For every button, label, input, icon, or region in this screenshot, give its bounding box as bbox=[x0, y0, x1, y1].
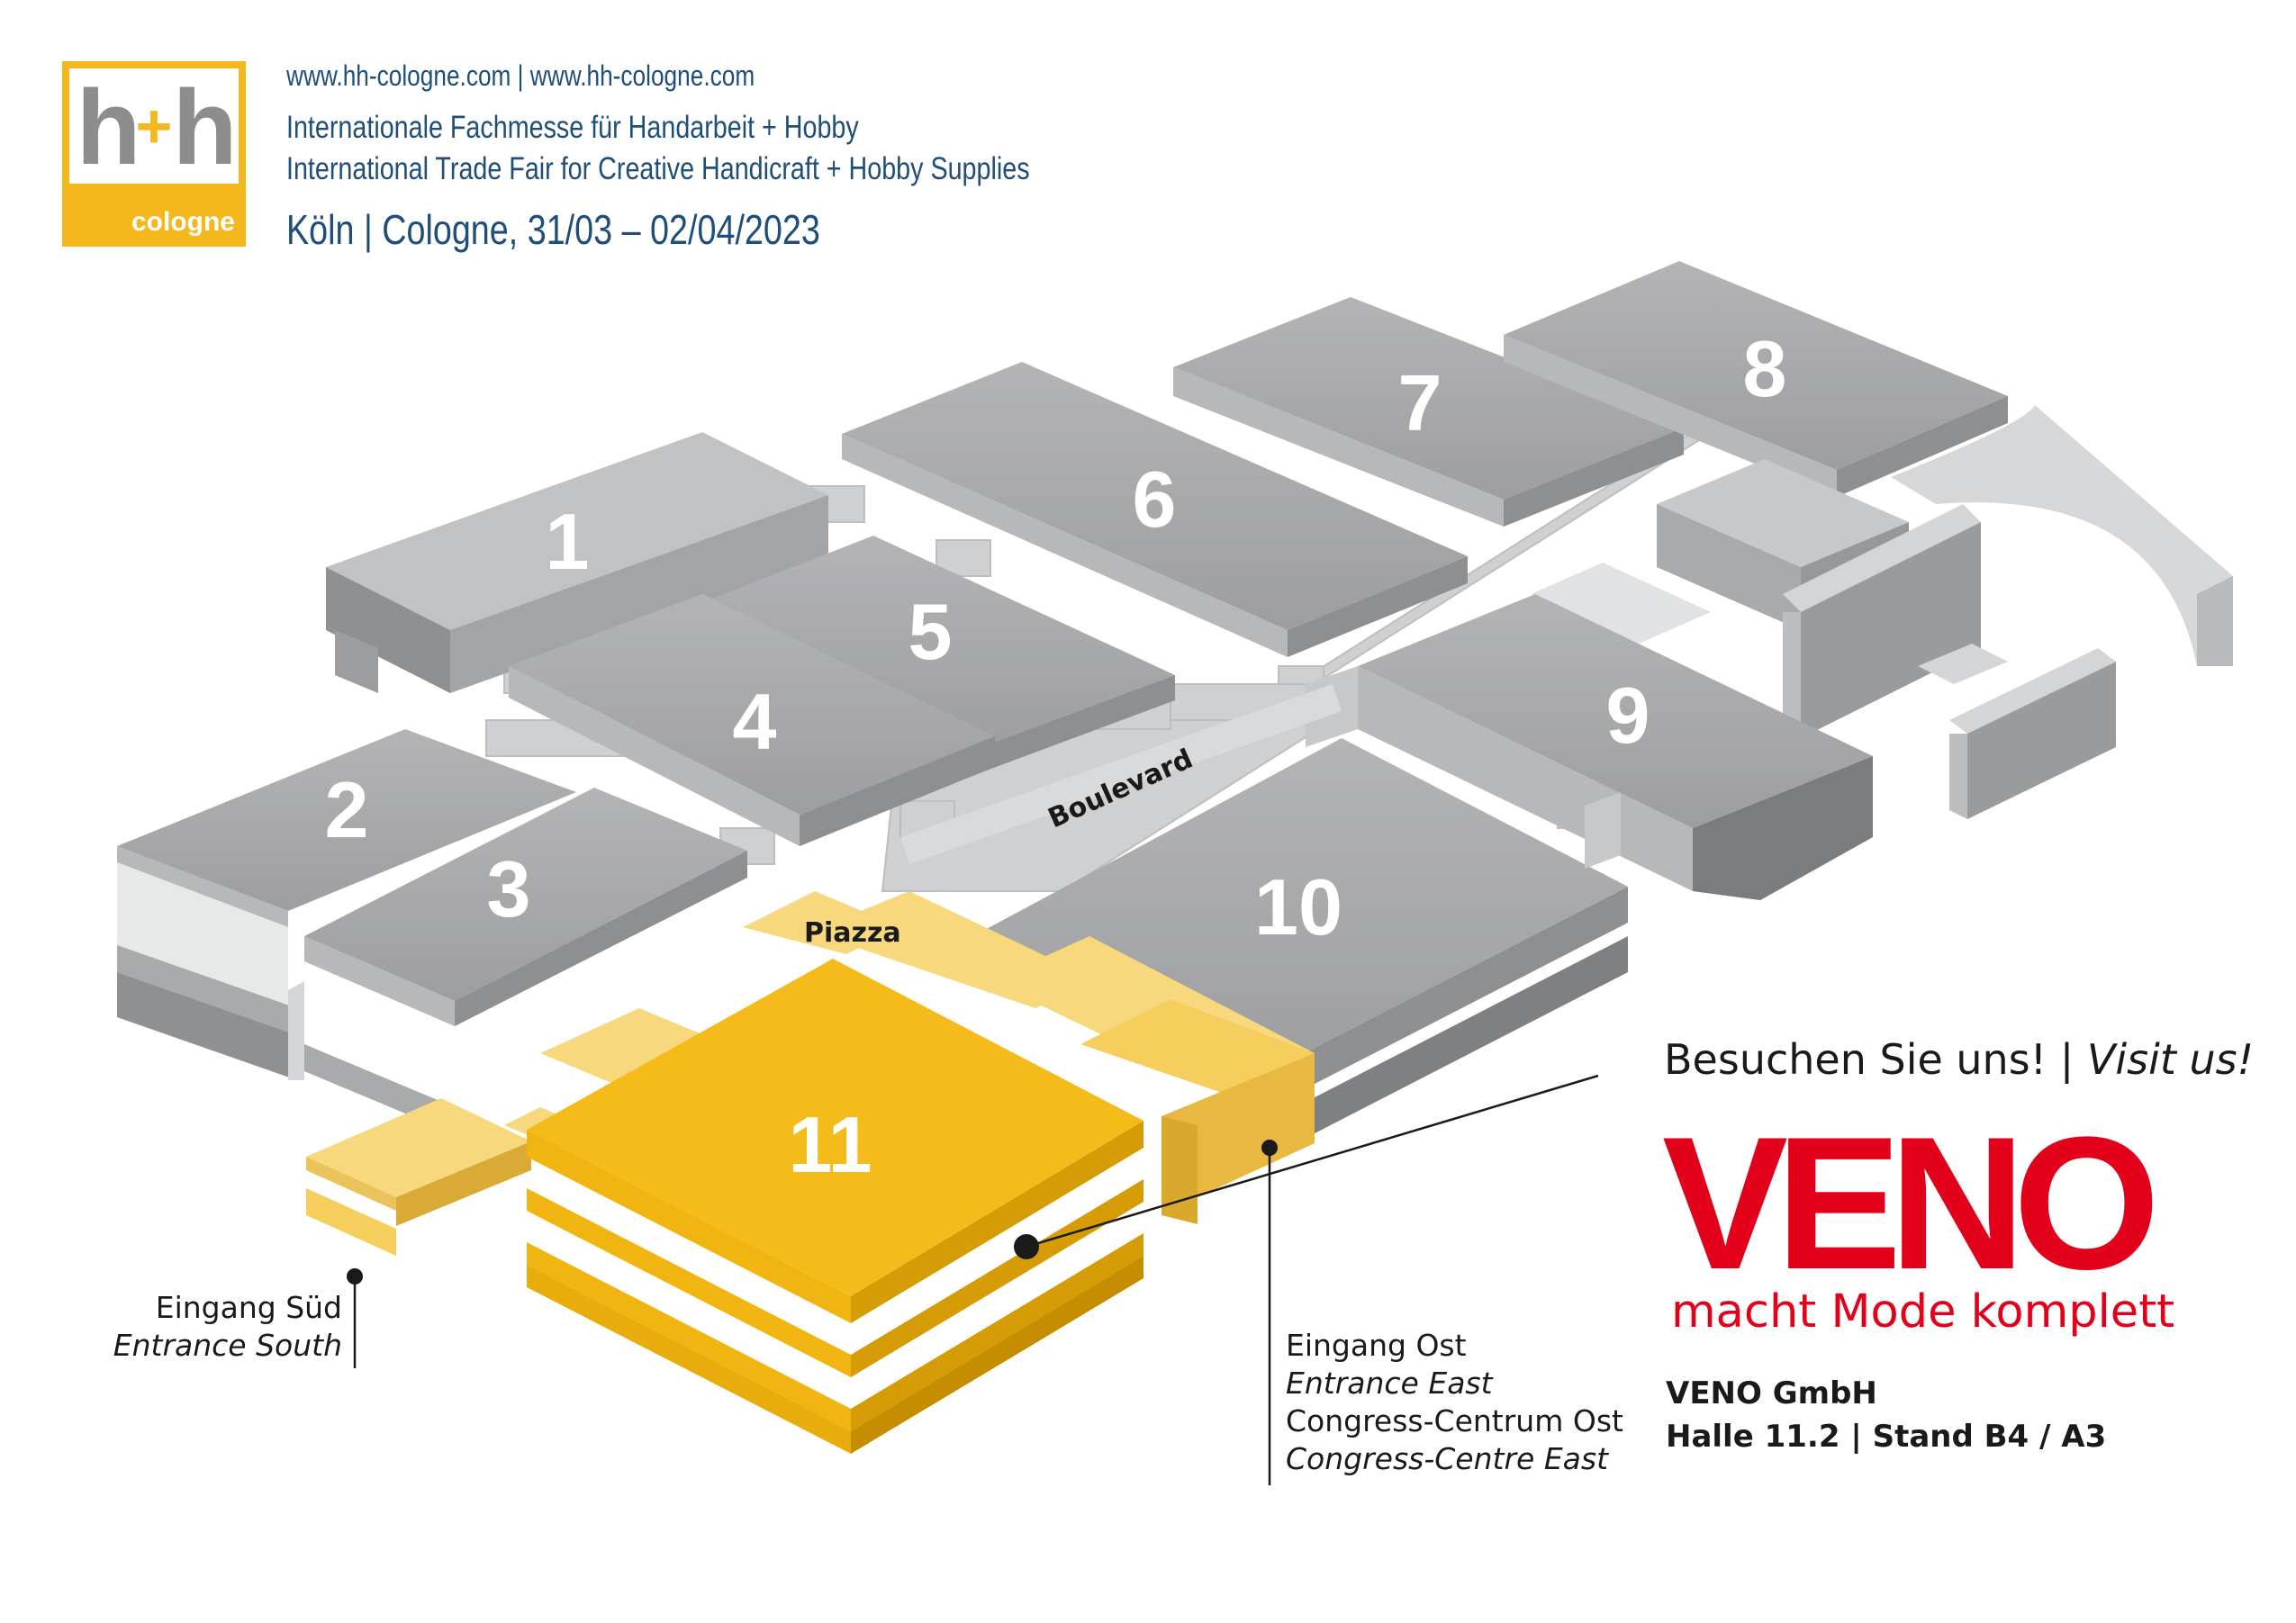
visit-us-heading: Besuchen Sie uns! | Visit us! bbox=[1664, 1035, 2254, 1084]
veno-slogan: macht Mode komplett bbox=[1671, 1285, 2175, 1339]
hall-11[interactable] bbox=[306, 891, 1315, 1454]
hall-8[interactable] bbox=[1504, 261, 2008, 497]
exhibitor-stand: Halle 11.2 | Stand B4 / A3 bbox=[1666, 1419, 2107, 1455]
arc-building bbox=[1891, 405, 2233, 666]
entrance-south-de: Eingang Süd bbox=[155, 1290, 342, 1325]
boulevard-strip bbox=[900, 684, 1342, 864]
logo-city: cologne bbox=[131, 207, 235, 237]
stand-marker bbox=[1014, 1234, 1039, 1259]
hall-11-number: 11 bbox=[788, 1100, 872, 1189]
hall-6-number: 6 bbox=[1133, 455, 1177, 544]
veno-logo-text: VENO bbox=[1662, 1097, 2160, 1309]
exhibitor-company: VENO GmbH bbox=[1666, 1375, 1877, 1411]
callout-lines bbox=[353, 1074, 1599, 1485]
entrance-east-en: Entrance East bbox=[1286, 1366, 1493, 1401]
visit-us-en: Visit us! bbox=[2086, 1035, 2255, 1084]
piazza-label: Piazza bbox=[804, 917, 901, 949]
hall-6[interactable] bbox=[842, 362, 1468, 657]
entrance-south-marker bbox=[347, 1268, 363, 1285]
hall-4[interactable] bbox=[509, 594, 995, 846]
hall-1[interactable] bbox=[326, 432, 828, 693]
congress-centre-en: Congress-Centre East bbox=[1286, 1441, 1609, 1476]
header-url[interactable]: www.hh-cologne.com | www.hh-cologne.com bbox=[286, 59, 755, 92]
hall-7[interactable] bbox=[1173, 297, 1684, 527]
hall-10-number: 10 bbox=[1254, 862, 1342, 951]
hall-5-number: 5 bbox=[908, 587, 953, 676]
congress-centre-de: Congress-Centrum Ost bbox=[1286, 1403, 1623, 1438]
hall-9-number: 9 bbox=[1606, 671, 1650, 760]
entrance-east-marker bbox=[1261, 1140, 1278, 1156]
header-date: Köln | Cologne, 31/03 – 02/04/2023 bbox=[286, 206, 820, 253]
header-title-de: Internationale Fachmesse für Handarbeit … bbox=[286, 110, 859, 145]
logo-mark: h+h bbox=[76, 68, 237, 187]
logo-inner-panel: h+h bbox=[69, 68, 239, 184]
entrance-east-de: Eingang Ost bbox=[1286, 1328, 1467, 1363]
hall-4-number: 4 bbox=[733, 677, 777, 766]
hall-3-number: 3 bbox=[487, 844, 531, 933]
hall-1-number: 1 bbox=[546, 497, 590, 586]
header-title-en: International Trade Fair for Creative Ha… bbox=[286, 151, 1030, 186]
hall-2[interactable] bbox=[117, 729, 576, 1080]
entrance-south-label: Eingang Süd Entrance South bbox=[54, 1289, 342, 1365]
annex-blocks bbox=[1531, 459, 2116, 819]
visit-separator: | bbox=[2047, 1035, 2087, 1084]
hall-7-number: 7 bbox=[1398, 358, 1442, 447]
hall-2-number: 2 bbox=[325, 765, 369, 854]
entrance-east-label: Eingang Ost Entrance East Congress-Centr… bbox=[1286, 1327, 1623, 1478]
visit-us-de: Besuchen Sie uns! bbox=[1664, 1035, 2047, 1084]
hh-cologne-logo: h+h cologne bbox=[62, 61, 246, 247]
veno-logo: VENO bbox=[1662, 1109, 2160, 1298]
hall-8-number: 8 bbox=[1743, 324, 1787, 413]
entrance-south-en: Entrance South bbox=[113, 1328, 342, 1363]
